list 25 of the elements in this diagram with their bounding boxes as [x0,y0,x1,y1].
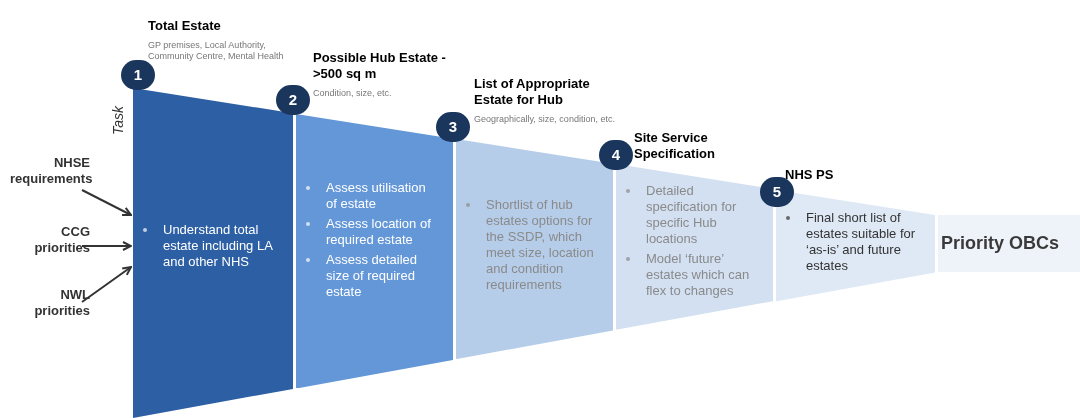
bullet-item: Final short list of estates suitable for ‘as-is’ and future estates [806,210,917,274]
bullet-item: Understand total estate including LA and other NHS [163,222,274,270]
bullet-item: Assess utilisation of estate [326,180,427,212]
outcome-box: Priority OBCs [938,215,1080,272]
step-subtitle: Condition, size, etc. [313,88,393,99]
step-heading: Total Estate [148,18,222,34]
axis-label: Task [109,105,128,136]
bullet-item: Model ‘future’ estates which can flex to changes [646,251,751,299]
funnel-segment [616,164,773,331]
step-heading: Possible Hub Estate - >500 sq m [313,50,447,82]
input-label: NHSE requirements [10,155,90,187]
arrow [81,189,132,216]
arrow [81,266,132,303]
step-heading: List of Appropriate Estate for Hub [474,76,591,108]
input-label: NWL priorities [10,287,90,319]
funnel-segment [456,139,613,360]
step-subtitle: Geographically, size, condition, etc. [474,114,616,125]
bullet-item: Detailed specification for specific Hub locations [646,183,738,247]
arrow [81,241,132,251]
step-subtitle: GP premises, Local Authority, Community Centre, Mental Health [148,40,285,62]
bullet-item: Shortlist of hub estates options for the SSDP, which meet size, location and condition requirements [486,197,595,293]
input-label: CCG priorities [10,224,90,256]
bullet-item: Assess location of required estate [326,216,432,248]
step-heading: Site Service Specification [634,130,716,162]
bullet-item: Assess detailed size of required estate [326,252,419,300]
